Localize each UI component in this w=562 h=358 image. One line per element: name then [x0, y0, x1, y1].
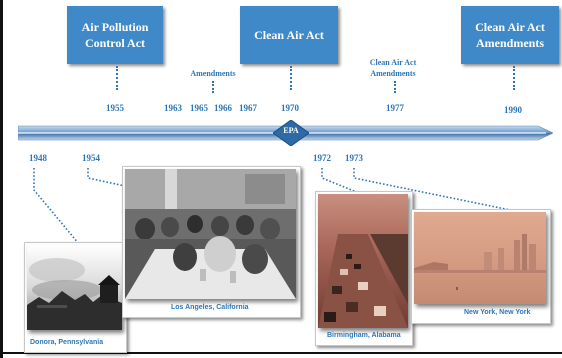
epa-label: EPA	[283, 126, 299, 135]
act-box-clean-air-act-amendments: Clean Air Act Amendments	[461, 6, 559, 64]
photo-los-angeles	[125, 169, 296, 299]
year-1948: 1948	[29, 153, 47, 163]
leader-1972	[321, 168, 360, 194]
connector-1990	[513, 66, 515, 90]
act-box-air-pollution-control-act: Air Pollution Control Act	[67, 6, 163, 64]
act-label-amendments-1977: Clean Air Act Amendments	[369, 58, 417, 78]
year-1955: 1955	[106, 103, 124, 113]
act-label-clean-air-act-amendments: Clean Air Act Amendments	[475, 20, 545, 50]
photo-birmingham	[318, 194, 408, 328]
epa-diamond	[273, 120, 309, 146]
year-1963: 1963	[164, 103, 182, 113]
year-1966: 1966	[214, 103, 232, 113]
photo-new-york	[414, 212, 546, 304]
act-label-amendments: Amendments	[190, 69, 236, 78]
connector-1970	[290, 66, 292, 90]
act-label-clean-air-act: Clean Air Act	[254, 28, 324, 42]
year-1970: 1970	[281, 103, 299, 113]
act-box-clean-air-act: Clean Air Act	[240, 6, 338, 64]
year-1977: 1977	[386, 103, 404, 113]
act-label-air-pollution-control-act: Air Pollution Control Act	[81, 20, 149, 50]
year-1973: 1973	[345, 153, 363, 163]
photo-donora	[27, 245, 122, 330]
year-1965: 1965	[190, 103, 208, 113]
caption-los-angeles: Los Angeles, California	[171, 304, 249, 311]
year-1967: 1967	[239, 103, 257, 113]
leader-1948	[33, 168, 80, 245]
frame-left-border	[0, 0, 3, 358]
connector-1965	[212, 81, 214, 93]
frame-bottom-border	[0, 352, 562, 354]
caption-birmingham: Birmingham, Alabama	[327, 332, 401, 339]
caption-donora: Donora, Pennsylvania	[30, 339, 104, 346]
leader-1954	[87, 168, 126, 187]
year-1990: 1990	[504, 105, 522, 115]
year-1954: 1954	[82, 153, 100, 163]
connector-1955	[116, 66, 118, 90]
caption-new-york: New York, New York	[464, 309, 531, 316]
connector-1977	[394, 81, 396, 93]
year-1972: 1972	[313, 153, 331, 163]
